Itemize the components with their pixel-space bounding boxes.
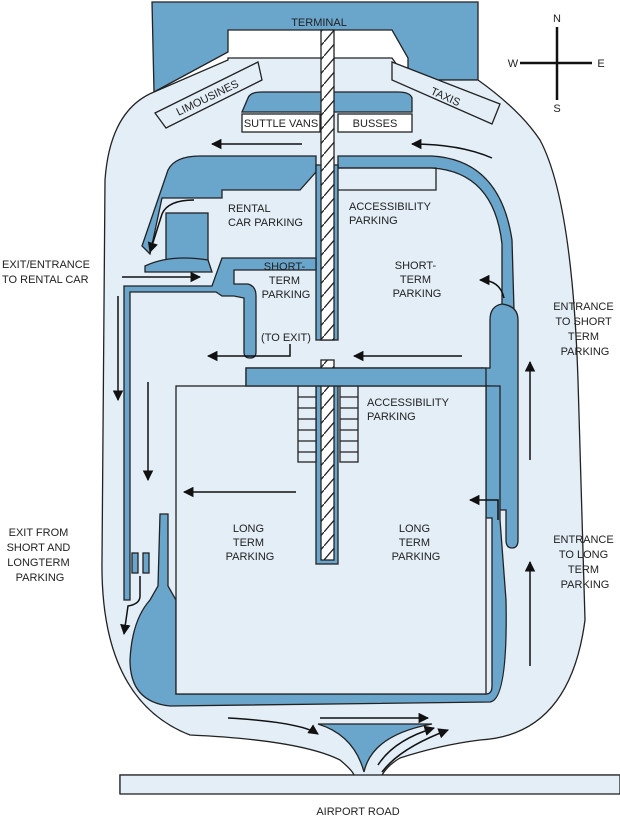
long-term-perimeter <box>129 385 507 707</box>
rental-area-structure <box>141 155 317 256</box>
long-term-east-label: LONG TERM PARKING <box>392 523 441 563</box>
exit-stall-a <box>142 552 150 574</box>
accessibility-parking-north-label: ACCESSIBILITY PARKING <box>349 201 434 227</box>
terminal-building <box>151 1 479 94</box>
shuttle-vans-label: SUTTLE VANS <box>244 118 318 130</box>
arrow-rental-return <box>147 199 195 254</box>
exit-entrance-rental-label: EXIT/ENTRANCE TO RENTAL CAR <box>2 259 93 286</box>
rental-curve-block <box>144 257 213 273</box>
busses-label-box <box>337 113 413 133</box>
accessibility-parking-south-label: ACCESSIBILITY PARKING <box>367 397 452 423</box>
exit-short-long-label: EXIT FROM SHORT AND LONGTERM PARKING <box>7 527 74 584</box>
compass-n: N <box>553 13 561 25</box>
compass-e: E <box>597 58 604 70</box>
short-term-west-label: SHORT- TERM PARKING <box>262 261 311 301</box>
pedestrian-walkway-north <box>320 29 335 341</box>
shuttle-vans-label-box <box>241 113 321 133</box>
compass-rose: N S W E <box>508 13 605 115</box>
arrow-exit-to-road <box>227 717 319 735</box>
accessibility-stalls-west-cover <box>297 385 317 463</box>
arrow-to-exit <box>206 344 291 362</box>
to-exit-label: (TO EXIT) <box>261 332 311 344</box>
arrow-exit-short-long <box>120 576 141 636</box>
central-crossbar-cover <box>245 367 487 387</box>
exit-stall-b <box>131 552 139 574</box>
short-term-west-structure <box>123 257 317 601</box>
airport-road <box>119 774 620 795</box>
entrance-long-term-label: ENTRANCE TO LONG TERM PARKING <box>553 534 617 591</box>
busses-label: BUSSES <box>353 118 398 130</box>
arrow-entry-from-road-1 <box>377 725 436 766</box>
arrow-entrance-long-term <box>468 494 499 520</box>
short-term-east-label: SHORT- TERM PARKING <box>393 260 442 300</box>
limousines-island <box>154 61 263 129</box>
long-term-west-label: LONG TERM PARKING <box>226 523 275 563</box>
compass-w: W <box>508 58 519 70</box>
terminal-label: TERMINAL <box>291 17 347 29</box>
arrow-entrance-short-term <box>478 274 505 299</box>
accessibility-stalls-east-cover <box>339 385 359 463</box>
rental-car-parking-label: RENTAL CAR PARKING <box>228 203 303 229</box>
pedestrian-walkway-south-cover <box>320 385 335 561</box>
compass-s: S <box>553 103 560 115</box>
entrance-median <box>317 723 433 773</box>
entrance-short-term-label: ENTRANCE TO SHORT TERM PARKING <box>553 301 617 358</box>
arrow-curve-top-right <box>410 138 493 159</box>
taxis-island <box>391 61 501 125</box>
arrow-entry-from-road-2 <box>381 728 449 773</box>
accessibility-parking-north-box <box>338 167 437 191</box>
airport-road-label: AIRPORT ROAD <box>316 806 399 818</box>
